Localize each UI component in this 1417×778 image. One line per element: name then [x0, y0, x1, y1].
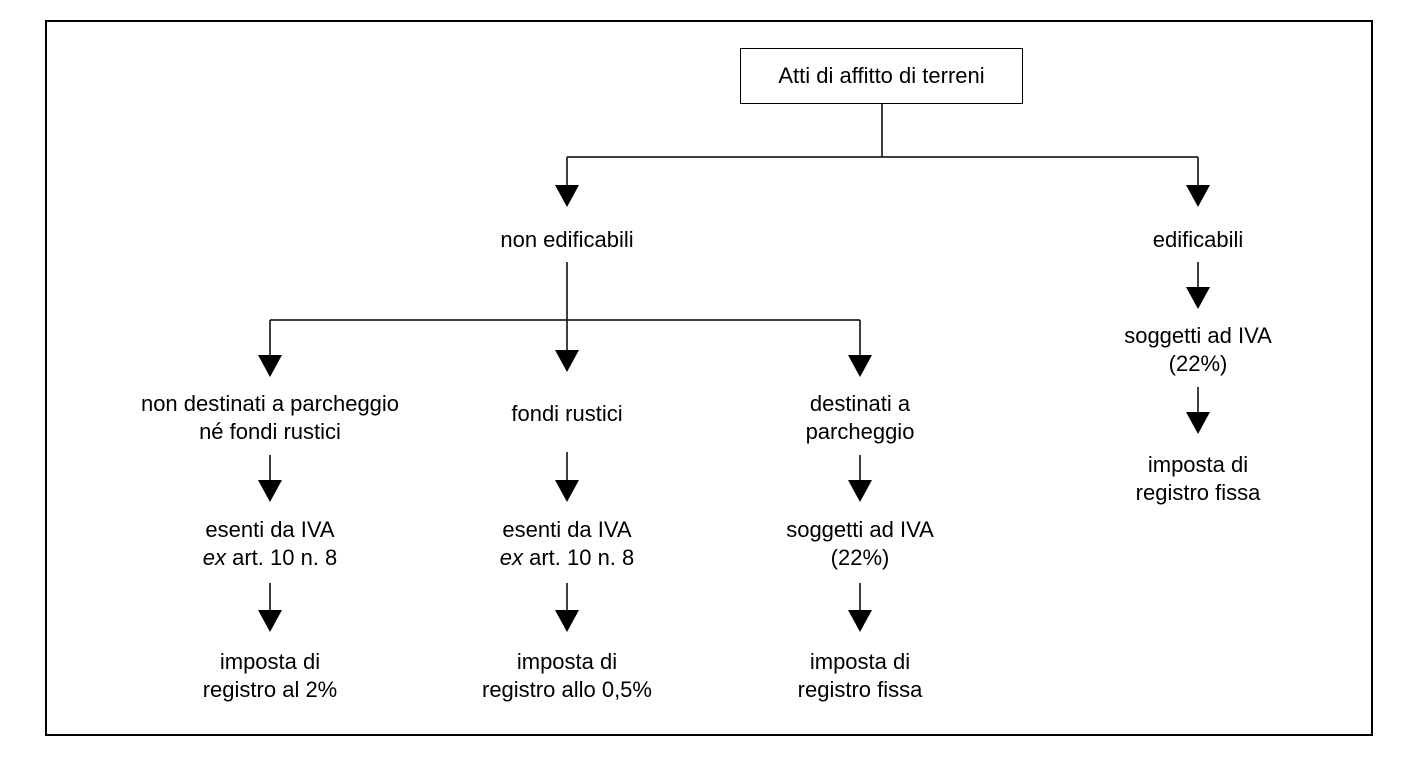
node-edificabili-tax: soggetti ad IVA (22%)	[1073, 322, 1323, 378]
fondi-rustici-reg-line1: imposta di	[516, 649, 618, 674]
fondi-rustici-line1: fondi rustici	[511, 401, 623, 426]
node-edificabili: edificabili	[1098, 226, 1298, 254]
edificabili-label: edificabili	[1152, 227, 1244, 252]
destinati-line1: destinati a	[809, 391, 911, 416]
fondi-rustici-tax-line2: ex art. 10 n. 8	[442, 544, 692, 572]
arrow-col1-label	[258, 355, 282, 377]
non-destinati-line2: né fondi rustici	[199, 419, 341, 444]
destinati-reg-line1: imposta di	[809, 649, 911, 674]
node-destinati-reg: imposta di registro fissa	[735, 648, 985, 704]
non-destinati-tax-line1: esenti da IVA	[205, 517, 335, 542]
node-fondi-rustici: fondi rustici	[467, 400, 667, 428]
non-destinati-tax-ex: ex	[202, 545, 226, 570]
arrow-col1-tax	[258, 480, 282, 502]
edificabili-reg-line2: registro fissa	[1135, 480, 1261, 505]
node-non-destinati-reg: imposta di registro al 2%	[145, 648, 395, 704]
node-non-destinati-tax: esenti da IVA ex art. 10 n. 8	[145, 516, 395, 572]
arrow-col3-label	[848, 355, 872, 377]
destinati-tax-line1: soggetti ad IVA	[786, 517, 934, 542]
root-node: Atti di affitto di terreni	[740, 48, 1023, 104]
arrow-col2-label	[555, 350, 579, 372]
arrow-non-edificabili	[555, 185, 579, 207]
diagram-frame	[45, 20, 1373, 736]
node-non-destinati: non destinati a parcheggio né fondi rust…	[120, 390, 420, 446]
arrow-edif-reg	[1186, 412, 1210, 434]
node-fondi-rustici-tax: esenti da IVA ex art. 10 n. 8	[442, 516, 692, 572]
fondi-rustici-tax-rest: art. 10 n. 8	[522, 545, 635, 570]
fondi-rustici-tax-ex: ex	[499, 545, 523, 570]
arrow-col3-reg	[848, 610, 872, 632]
destinati-line2: parcheggio	[805, 419, 915, 444]
destinati-reg-line2: registro fissa	[797, 677, 923, 702]
arrow-edificabili	[1186, 185, 1210, 207]
arrow-col1-reg	[258, 610, 282, 632]
arrow-edif-tax	[1186, 287, 1210, 309]
edificabili-tax-line2: (22%)	[1168, 351, 1228, 376]
non-destinati-tax-line2: ex art. 10 n. 8	[145, 544, 395, 572]
non-edificabili-label: non edificabili	[500, 227, 634, 252]
non-destinati-reg-line1: imposta di	[219, 649, 321, 674]
arrow-col2-reg	[555, 610, 579, 632]
fondi-rustici-tax-line1: esenti da IVA	[502, 517, 632, 542]
node-destinati-parcheggio: destinati a parcheggio	[760, 390, 960, 446]
destinati-tax-line2: (22%)	[830, 545, 890, 570]
node-destinati-tax: soggetti ad IVA (22%)	[735, 516, 985, 572]
edificabili-reg-line1: imposta di	[1147, 452, 1249, 477]
node-non-edificabili: non edificabili	[467, 226, 667, 254]
arrow-col3-tax	[848, 480, 872, 502]
edificabili-tax-line1: soggetti ad IVA	[1124, 323, 1272, 348]
node-edificabili-reg: imposta di registro fissa	[1073, 451, 1323, 507]
root-label: Atti di affitto di terreni	[778, 63, 985, 88]
non-destinati-line1: non destinati a parcheggio	[140, 391, 400, 416]
arrow-col2-tax	[555, 480, 579, 502]
fondi-rustici-reg-line2: registro allo 0,5%	[482, 677, 652, 702]
non-destinati-tax-rest: art. 10 n. 8	[225, 545, 338, 570]
node-fondi-rustici-reg: imposta di registro allo 0,5%	[442, 648, 692, 704]
non-destinati-reg-line2: registro al 2%	[202, 677, 338, 702]
